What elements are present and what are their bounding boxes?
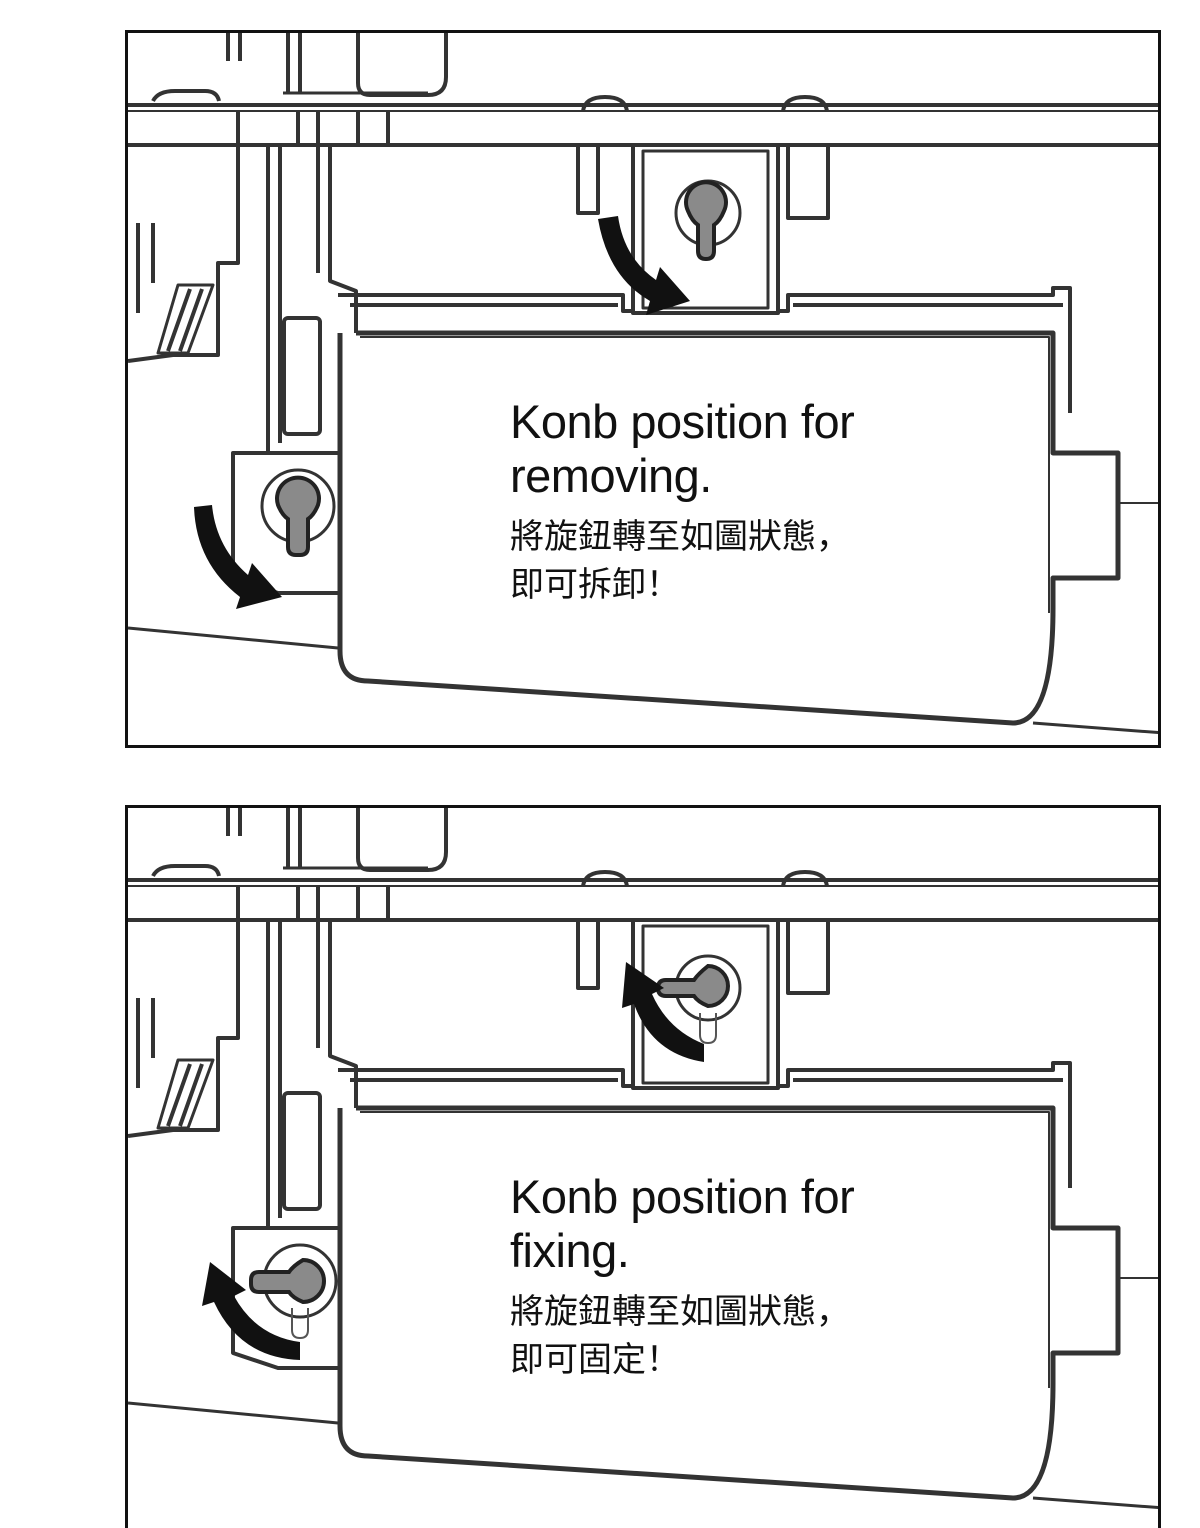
rotate-arrow-left [194,505,282,609]
knob-left [260,468,336,557]
caption-removing: Konb position for removing. 將旋鈕轉至如圖狀態， 即… [510,395,1030,609]
knob-top [655,954,742,1045]
rotate-arrow-left [202,1262,300,1360]
caption-zh-line2: 即可拆卸！ [510,565,680,605]
caption-zh-line1: 將旋鈕轉至如圖狀態， [510,1292,850,1332]
caption-zh-line2: 即可固定！ [510,1340,680,1380]
rotate-arrow-top [622,962,704,1062]
caption-en-line1: Konb position for [510,395,855,448]
rotate-arrow-top [598,216,690,315]
device-line-art [128,33,1158,735]
diagram-panel-fixing: Konb position for fixing. 將旋鈕轉至如圖狀態， 即可固… [125,805,1161,1528]
caption-fixing: Konb position for fixing. 將旋鈕轉至如圖狀態， 即可固… [510,1170,1030,1384]
diagram-panel-removing: Konb position for removing. 將旋鈕轉至如圖狀態， 即… [125,30,1161,748]
knob-top [674,179,742,262]
caption-zh-line1: 將旋鈕轉至如圖狀態， [510,517,850,557]
caption-en-line1: Konb position for [510,1170,855,1223]
caption-en-line2: removing. [510,449,712,502]
device-line-art [128,808,1158,1510]
knob-left [249,1243,338,1340]
caption-en-line2: fixing. [510,1224,630,1277]
